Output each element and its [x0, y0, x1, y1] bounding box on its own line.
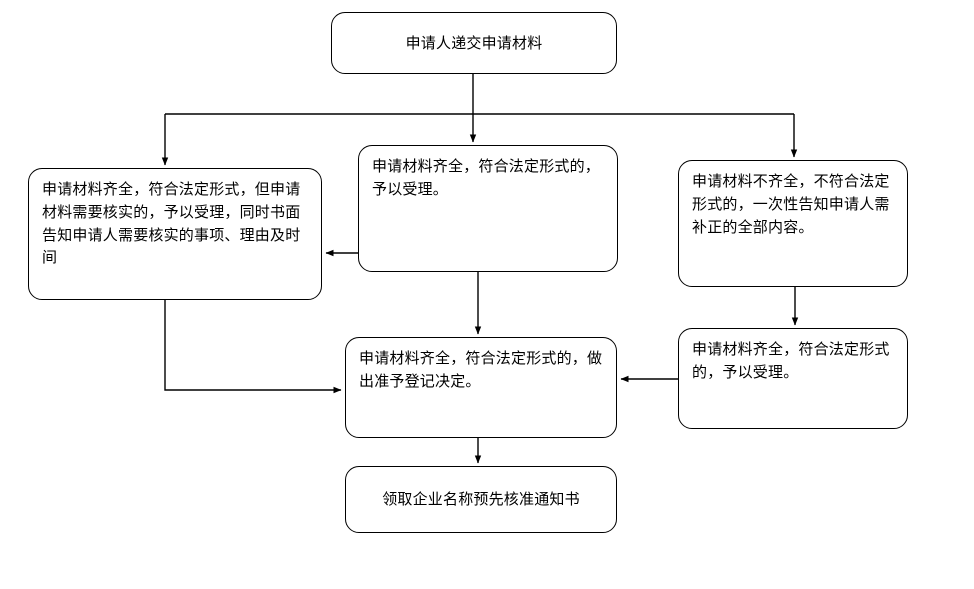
- node-collect-approval-notice[interactable]: 领取企业名称预先核准通知书: [345, 466, 617, 533]
- node-accept-application[interactable]: 申请材料齐全，符合法定形式的，予以受理。: [358, 145, 618, 272]
- connector-accept-with-verify-to-approve: [164, 300, 342, 394]
- node-approve-registration-decision-label: 申请材料齐全，符合法定形式的，做出准予登记决定。: [359, 349, 603, 390]
- node-accept-application-label: 申请材料齐全，符合法定形式的，予以受理。: [372, 157, 601, 198]
- node-submit-application-label: 申请人递交申请材料: [405, 33, 543, 52]
- node-accept-with-verification-label: 申请材料齐全，符合法定形式，但申请材料需要核实的，予以受理，同时书面告知申请人需…: [42, 180, 301, 267]
- node-incomplete-materials-notice-label: 申请材料不齐全，不符合法定形式的，一次性告知申请人需补正的全部内容。: [692, 172, 890, 236]
- node-collect-approval-notice-label: 领取企业名称预先核准通知书: [382, 490, 580, 509]
- node-accept-after-correction[interactable]: 申请材料齐全，符合法定形式的，予以受理。: [678, 328, 908, 429]
- node-incomplete-materials-notice[interactable]: 申请材料不齐全，不符合法定形式的，一次性告知申请人需补正的全部内容。: [678, 160, 908, 287]
- node-accept-with-verification[interactable]: 申请材料齐全，符合法定形式，但申请材料需要核实的，予以受理，同时书面告知申请人需…: [28, 168, 322, 300]
- node-submit-application[interactable]: 申请人递交申请材料: [331, 12, 617, 74]
- node-approve-registration-decision[interactable]: 申请材料齐全，符合法定形式的，做出准予登记决定。: [345, 337, 617, 438]
- node-accept-after-correction-label: 申请材料齐全，符合法定形式的，予以受理。: [692, 340, 890, 381]
